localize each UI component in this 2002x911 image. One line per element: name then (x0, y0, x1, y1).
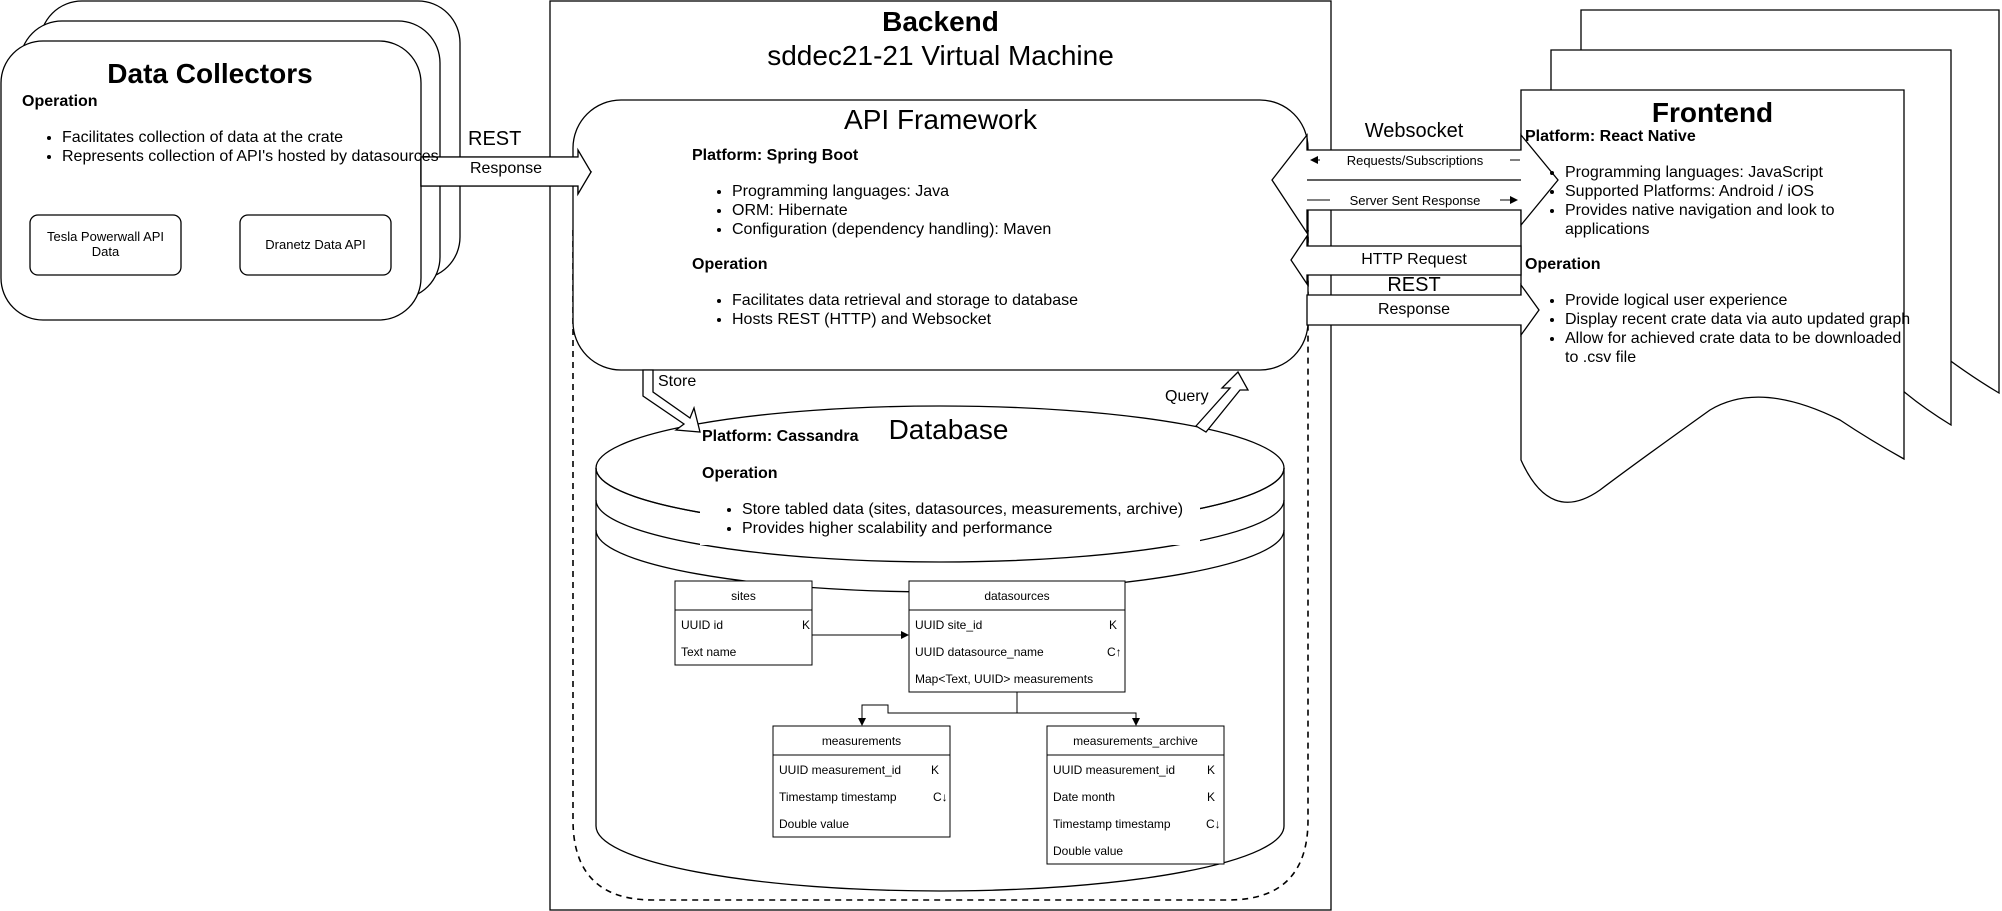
table-key: C↓ (1206, 817, 1221, 831)
list-item: ORM: Hibernate (732, 201, 1292, 220)
websocket-requests-label: Requests/Subscriptions (1320, 153, 1510, 168)
sites-table-title: sites (731, 589, 756, 603)
rest-left-response-label: Response (469, 160, 543, 177)
list-item: Facilitates data retrieval and storage t… (732, 291, 1292, 310)
list-item: Supported Platforms: Android / iOS (1565, 182, 1915, 201)
list-item: Allow for achieved crate data to be down… (1565, 329, 1915, 367)
tesla-api-label: Tesla Powerwall API Data (46, 229, 165, 259)
dranetz-api-box (239, 214, 392, 276)
list-item: Store tabled data (sites, datasources, m… (742, 500, 1262, 519)
query-arrow (1194, 370, 1250, 433)
table-row: Date month (1053, 790, 1116, 804)
table-key: K (1109, 618, 1118, 632)
table-row: Double value (779, 817, 850, 831)
table-key: K (802, 618, 811, 632)
frontend-operation-heading: Operation (1525, 256, 1601, 273)
frontend-title: Frontend (1651, 97, 1774, 128)
data-collectors-operation-list: Facilitates collection of data at the cr… (22, 128, 442, 166)
list-item: Programming languages: JavaScript (1565, 163, 1915, 182)
query-label: Query (1165, 388, 1209, 405)
table-key: K (1207, 790, 1216, 804)
database-platform-label: Platform: Cassandra (702, 428, 859, 445)
datasources-table-frame (908, 580, 1126, 693)
list-item: Programming languages: Java (732, 182, 1292, 201)
api-operation-list: Facilitates data retrieval and storage t… (692, 291, 1292, 329)
frontend-platform-list: Programming languages: JavaScript Suppor… (1525, 163, 1915, 239)
table-key: C↓ (933, 790, 948, 804)
table-row: UUID site_id (915, 618, 983, 632)
list-item: Display recent crate data via auto updat… (1565, 310, 1915, 329)
sites-table-frame (674, 580, 813, 666)
measurements-table-title: measurements (821, 734, 902, 748)
table-row: Timestamp timestamp (779, 790, 897, 804)
table-row: Double value (1053, 844, 1124, 858)
measurements-archive-table-title: measurements_archive (1073, 734, 1198, 748)
datasources-table-title: datasources (984, 589, 1050, 603)
http-request-label: HTTP Request (1361, 251, 1467, 268)
table-row: Map<Text, UUID> measurements (915, 672, 1094, 686)
tesla-api-box (29, 214, 182, 276)
database-operation-heading: Operation (702, 465, 778, 482)
table-row: Timestamp timestamp (1053, 817, 1171, 831)
database-title: Database (888, 414, 1009, 445)
api-framework-box (572, 99, 1309, 371)
http-response-label: Response (1377, 301, 1451, 318)
websocket-label: Websocket (1364, 120, 1464, 142)
table-key: K (1207, 763, 1216, 777)
database-operation-list: Store tabled data (sites, datasources, m… (702, 500, 1262, 538)
list-item: Configuration (dependency handling): Mav… (732, 220, 1292, 239)
list-item: Provides native navigation and look to a… (1565, 201, 1915, 239)
api-framework-title: API Framework (844, 104, 1037, 135)
table-key: C↑ (1107, 645, 1122, 659)
backend-title: Backend (882, 6, 999, 37)
rest-response-arrow-right (1306, 282, 1540, 338)
frontend-operation-list: Provide logical user experience Display … (1525, 291, 1915, 367)
list-item: Represents collection of API's hosted by… (62, 147, 442, 166)
api-dashed-boundary (572, 230, 1309, 901)
table-row: Text name (681, 645, 737, 659)
dranetz-api-label: Dranetz Data API (265, 237, 366, 252)
http-request-arrow (1290, 233, 1522, 287)
table-key: K (931, 763, 940, 777)
table-row: UUID measurement_id (1053, 763, 1176, 777)
list-item: Provides higher scalability and performa… (742, 519, 1262, 538)
list-item: Provide logical user experience (1565, 291, 1915, 310)
table-row: UUID measurement_id (779, 763, 902, 777)
measurements-table-frame (772, 725, 951, 838)
http-rest-label: REST (1387, 274, 1441, 296)
list-item: Facilitates collection of data at the cr… (62, 128, 442, 147)
api-operation-heading: Operation (692, 256, 768, 273)
measurements-archive-table-frame (1046, 725, 1225, 865)
backend-subtitle: sddec21-21 Virtual Machine (767, 40, 1114, 71)
api-platform-list: Programming languages: Java ORM: Hiberna… (692, 182, 1292, 239)
api-platform-label: Platform: Spring Boot (692, 147, 859, 164)
list-item: Hosts REST (HTTP) and Websocket (732, 310, 1292, 329)
frontend-platform-label: Platform: React Native (1525, 128, 1696, 145)
data-collectors-title: Data Collectors (107, 58, 313, 89)
datasources-to-measurements-link (861, 692, 1018, 720)
rest-left-label: REST (468, 128, 522, 150)
frontend-card (1520, 89, 1905, 503)
websocket-server-sent-label: Server Sent Response (1330, 193, 1500, 208)
table-row: UUID datasource_name (915, 645, 1044, 659)
datasources-to-archive-link (1017, 712, 1137, 720)
data-collectors-operation-heading: Operation (22, 93, 98, 110)
store-arrow (642, 369, 701, 433)
store-label: Store (658, 373, 697, 390)
table-row: UUID id (681, 618, 724, 632)
